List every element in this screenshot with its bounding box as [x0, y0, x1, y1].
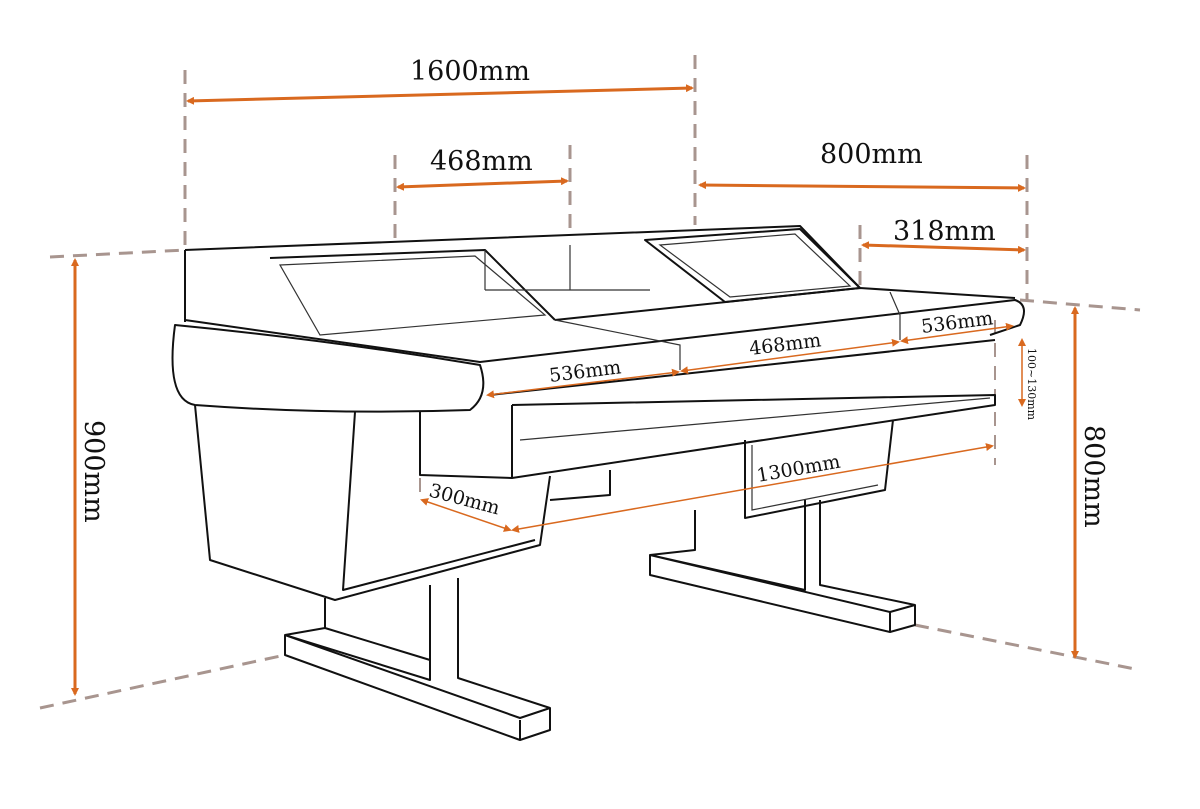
center-bay-label: 468mm — [430, 146, 533, 177]
center-surface-label: 468mm — [748, 329, 822, 360]
shelf-depth-label: 300mm — [427, 480, 503, 520]
dimension-arrows — [71, 84, 1079, 696]
shelf-width-label: 1300mm — [755, 451, 842, 487]
total-width-label: 1600mm — [410, 56, 530, 87]
total-height-label: 900mm — [78, 420, 109, 523]
shelf-gap-label: 100~130mm — [1025, 348, 1038, 421]
guide-lines — [39, 55, 1141, 710]
desk-outline — [171, 225, 1025, 741]
right-half-label: 800mm — [820, 139, 923, 170]
right-surface-label: 536mm — [920, 307, 994, 338]
monitor-bay-label: 318mm — [893, 216, 996, 247]
surface-height-label: 800mm — [1078, 425, 1109, 528]
